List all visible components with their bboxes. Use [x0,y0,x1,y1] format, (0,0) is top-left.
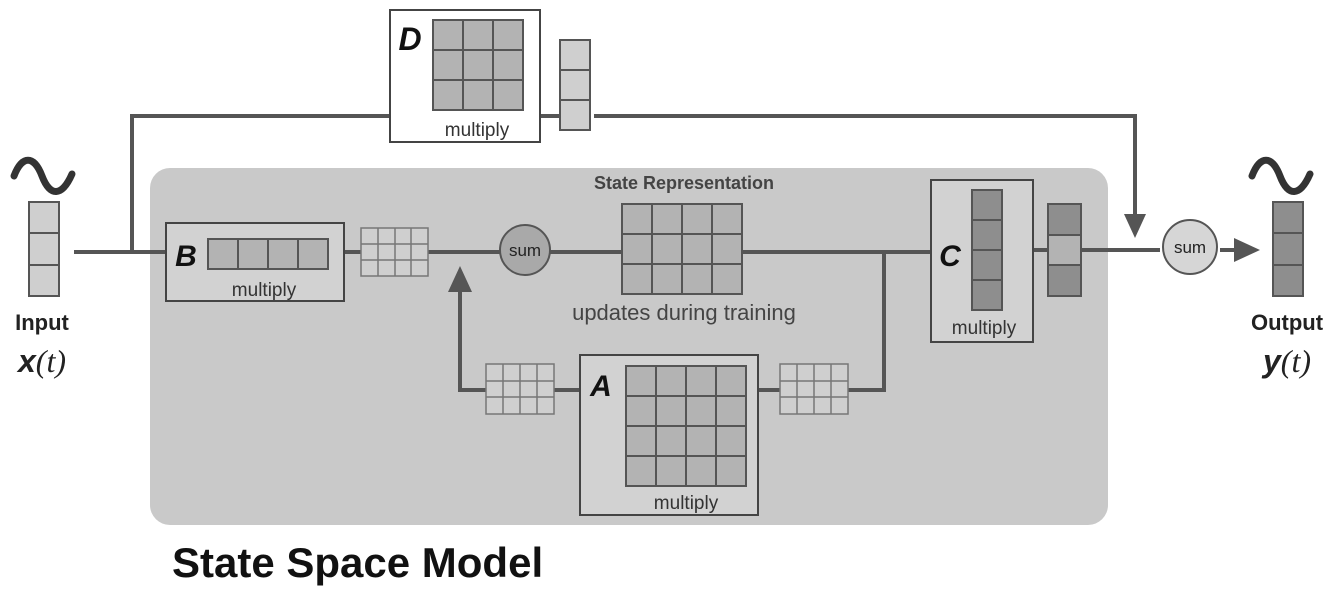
output-variable: y(t) [1261,343,1311,379]
matrix-a-block: A multiply [579,354,759,516]
output-label: Output [1251,310,1324,335]
state-representation-title: State Representation [594,173,774,193]
arrow-head-up [448,266,472,292]
arrow-head-right-output [1234,238,1260,262]
matrix-c-block: C multiply [930,179,1034,343]
matrix-c-op: multiply [952,318,1017,339]
input-vector [28,201,60,297]
input-variable: x(t) [16,343,66,379]
c-output-vector [1047,203,1082,297]
b-output-grid [360,227,429,277]
matrix-b-block: B multiply [165,222,345,302]
arrow-head-down-skip [1124,214,1146,238]
output-vector [1272,201,1304,297]
matrix-d-block: D multiply [389,9,541,143]
input-label: Input [15,310,69,335]
output-wave-icon [1248,156,1314,195]
matrix-a-grid [625,365,747,487]
a-input-grid [485,363,555,415]
matrix-d-grid [432,19,524,111]
matrix-a-letter: A [589,370,612,403]
inner-sum-node: sum [499,224,551,276]
matrix-c-letter: C [939,240,962,273]
svg-text:sum: sum [509,241,541,260]
outer-sum-node: sum [1162,219,1218,275]
matrix-d-letter: D [398,21,421,57]
matrix-b-op: multiply [232,280,297,301]
matrix-b-grid [207,238,329,270]
a-output-grid [779,363,849,415]
input-wave-icon [10,156,76,195]
wires [74,114,1236,392]
svg-text:sum: sum [1174,238,1206,257]
matrix-c-grid [971,189,1003,311]
d-output-vector [559,39,591,131]
state-representation-caption: updates during training [572,300,796,325]
matrix-b-letter: B [175,240,197,273]
matrix-d-op: multiply [445,120,510,141]
diagram-title: State Space Model [172,539,543,586]
matrix-a-op: multiply [654,493,719,514]
state-matrix-grid [621,203,743,295]
